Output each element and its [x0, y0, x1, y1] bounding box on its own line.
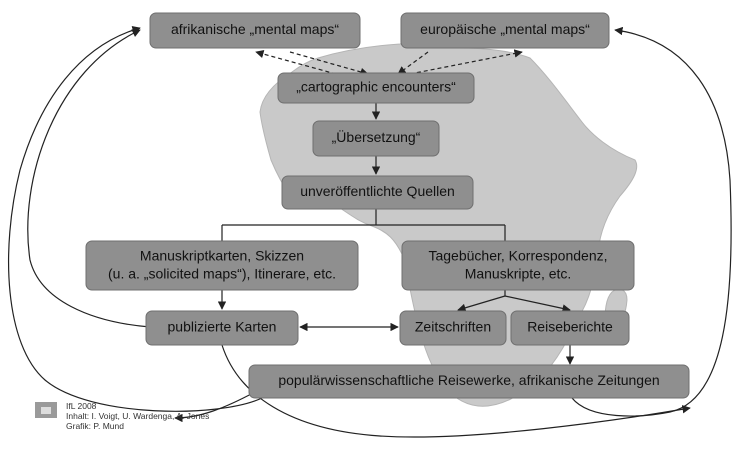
node-tagebuecher-label-line1: Tagebücher, Korrespondenz,: [428, 248, 607, 264]
node-europaeische-mental-maps: europäische „menta­l maps“: [400, 12, 610, 49]
node-unveroeffentlichte-quellen-label: unveröffentlichte Quellen: [300, 183, 455, 199]
node-reiseberichte-label: Reiseberichte: [527, 319, 613, 335]
node-afrikanische-mental-maps-label: afrikanische „menta­l maps“: [171, 21, 339, 37]
node-uebersetzung-label: „Übersetzung“: [332, 128, 421, 145]
node-reiseberichte: Reiseberichte: [510, 310, 630, 346]
edge-dashed-encounters-to-europaeisch: [409, 49, 523, 75]
edge-dashed-europaeisch-to-encounters: [397, 51, 429, 75]
credit-line-3: Grafik: P. Mund: [66, 421, 124, 431]
node-publizierte-karten: publizierte Karten: [145, 310, 299, 346]
edge-tagebuecher-to-zeitschriften: [457, 295, 506, 312]
credits-block: IfL 2008 Inhalt: I. Voigt, U. Wardenga, …: [35, 401, 209, 431]
node-populaerwissenschaftliche-label: populärwissenschaftliche Reisewerke, afr…: [278, 372, 659, 388]
node-publizierte-karten-label: publizierte Karten: [168, 319, 277, 335]
node-uebersetzung: „Übersetzung“: [312, 120, 440, 157]
node-zeitschriften-label: Zeitschriften: [415, 319, 491, 335]
credit-line-1: IfL 2008: [66, 401, 97, 411]
ifl-logo-icon: [35, 402, 57, 418]
node-zeitschriften: Zeitschriften: [399, 310, 507, 346]
node-tagebuecher-label-line2: Manuskripte, etc.: [465, 266, 572, 282]
credit-line-2: Inhalt: I. Voigt, U. Wardenga, A. Jones: [66, 411, 209, 421]
edge-tagebuecher-to-reiseberichte: [504, 295, 571, 313]
node-cartographic-encounters: „cartographic encounters“: [277, 72, 475, 104]
edge-quellen-branch: [221, 209, 506, 241]
edge-populaer-loop-bottom-left: [174, 391, 256, 423]
node-cartographic-encounters-label: „cartographic encounters“: [296, 79, 456, 95]
edge-populaer-loop-to-europaeisch: [571, 26, 732, 417]
node-populaerwissenschaftliche: populärwissenschaftliche Reisewerke, afr…: [248, 364, 690, 399]
edge-publizierte-karten-loop-to-afrikanisch: [27, 29, 151, 328]
node-tagebuecher: Tagebücher, Korrespondenz, Manuskripte, …: [401, 240, 635, 291]
node-unveroeffentlichte-quellen: unveröffentlichte Quellen: [281, 175, 474, 210]
node-afrikanische-mental-maps: afrikanische „menta­l maps“: [149, 12, 361, 49]
node-manuskriptkarten-label-line1: Manuskriptkarten, Skizzen: [140, 248, 304, 264]
node-europaeische-mental-maps-label: europäische „menta­l maps“: [420, 21, 590, 37]
edge-populaer-loop-to-afrikanisch: [7, 26, 263, 412]
node-manuskriptkarten-label-line2: (u. a. „solicited maps“), Itinerare, etc…: [108, 266, 336, 282]
node-manuskriptkarten: Manuskriptkarten, Skizzen (u. a. „solici…: [85, 240, 359, 291]
